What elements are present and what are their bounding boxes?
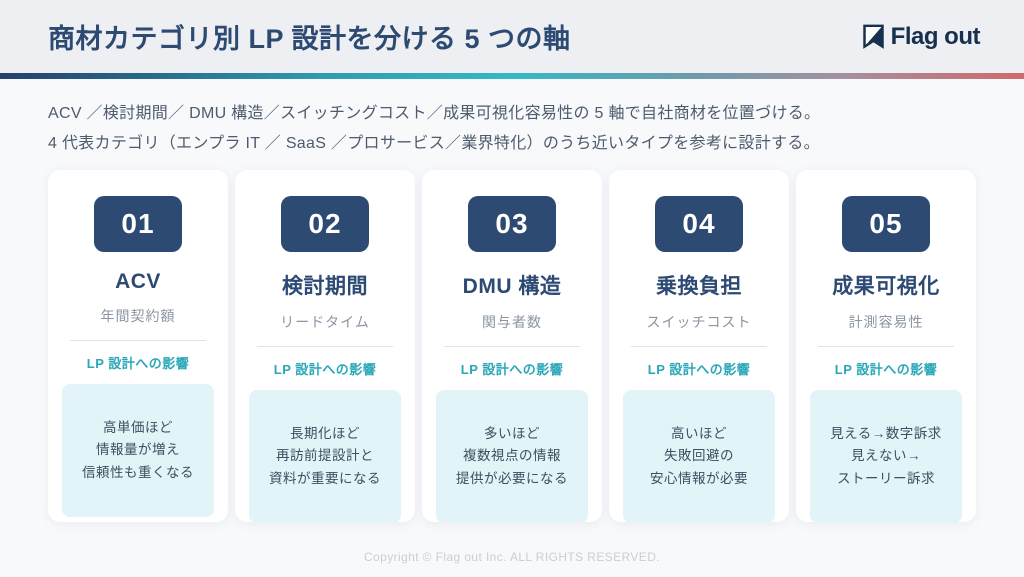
impact-box: 見える→数字訴求 見えない→ ストーリー訴求 bbox=[810, 390, 962, 523]
logo-text: Flag out bbox=[890, 22, 981, 50]
impact-line: 失敗回避の bbox=[664, 448, 734, 464]
card-subtitle: 年間契約額 bbox=[100, 308, 176, 324]
impact-line: ストーリー訴求 bbox=[837, 470, 935, 486]
impact-line: 高いほど bbox=[671, 426, 727, 442]
card-subtitle: 計測容易性 bbox=[848, 314, 924, 330]
card-divider bbox=[257, 346, 393, 347]
header: 商材カテゴリ別 LP 設計を分ける 5 つの軸 Flag out bbox=[0, 0, 1024, 73]
impact-label: LP 設計への影響 bbox=[460, 362, 564, 377]
impact-line: 長期化ほど bbox=[290, 426, 360, 442]
card-number: 05 bbox=[869, 208, 903, 239]
impact-line: 安心情報が必要 bbox=[650, 470, 748, 486]
card-switching-cost: 04 乗換負担 スイッチコスト LP 設計への影響 高いほど 失敗回避の 安心情… bbox=[609, 170, 789, 523]
impact-label: LP 設計への影響 bbox=[834, 362, 938, 377]
impact-line: 再訪前提設計と bbox=[276, 448, 374, 464]
card-acv: 01 ACV 年間契約額 LP 設計への影響 高単価ほど 情報量が増え 信頼性も… bbox=[48, 170, 228, 522]
impact-line: 多いほど bbox=[484, 426, 540, 442]
card-title: ACV bbox=[115, 270, 161, 293]
impact-line: 提供が必要になる bbox=[456, 470, 568, 486]
card-title: 乗換負担 bbox=[656, 275, 742, 298]
card-divider bbox=[444, 346, 580, 347]
impact-line: 信頼性も重くなる bbox=[82, 464, 194, 480]
card-number: 03 bbox=[495, 208, 529, 239]
impact-box: 高いほど 失敗回避の 安心情報が必要 bbox=[623, 390, 775, 523]
number-badge: 04 bbox=[655, 196, 743, 252]
flag-bookmark-icon bbox=[860, 23, 887, 50]
number-badge: 05 bbox=[842, 196, 930, 252]
impact-line: 見える→数字訴求 bbox=[830, 426, 942, 442]
impact-line: 見えない→ bbox=[851, 448, 921, 464]
impact-line: 情報量が増え bbox=[96, 442, 180, 458]
card-title: 成果可視化 bbox=[832, 275, 940, 298]
card-outcome-visibility: 05 成果可視化 計測容易性 LP 設計への影響 見える→数字訴求 見えない→ … bbox=[796, 170, 976, 523]
intro-line-1: ACV ／検討期間／ DMU 構造／スイッチングコスト／成果可視化容易性の 5 … bbox=[48, 105, 821, 122]
impact-line: 高単価ほど bbox=[103, 420, 173, 436]
number-badge: 02 bbox=[281, 196, 369, 252]
intro-text: ACV ／検討期間／ DMU 構造／スイッチングコスト／成果可視化容易性の 5 … bbox=[0, 79, 1024, 159]
card-subtitle: リードタイム bbox=[280, 314, 370, 330]
copyright-text: Copyright © Flag out Inc. ALL RIGHTS RES… bbox=[363, 550, 661, 564]
impact-line: 資料が重要になる bbox=[269, 470, 381, 486]
impact-label: LP 設計への影響 bbox=[273, 362, 377, 377]
card-title: DMU 構造 bbox=[462, 275, 562, 298]
card-divider bbox=[631, 346, 767, 347]
number-badge: 01 bbox=[94, 196, 182, 252]
card-review-period: 02 検討期間 リードタイム LP 設計への影響 長期化ほど 再訪前提設計と 資… bbox=[235, 170, 415, 523]
impact-box: 多いほど 複数視点の情報 提供が必要になる bbox=[436, 390, 588, 523]
card-divider bbox=[70, 340, 206, 341]
header-gradient-divider bbox=[0, 73, 1024, 79]
card-dmu-structure: 03 DMU 構造 関与者数 LP 設計への影響 多いほど 複数視点の情報 提供… bbox=[422, 170, 602, 523]
card-divider bbox=[818, 346, 954, 347]
axis-cards-row: 01 ACV 年間契約額 LP 設計への影響 高単価ほど 情報量が増え 信頼性も… bbox=[48, 170, 976, 523]
impact-label: LP 設計への影響 bbox=[647, 362, 751, 377]
flagout-logo: Flag out bbox=[860, 22, 981, 51]
page-title: 商材カテゴリ別 LP 設計を分ける 5 つの軸 bbox=[48, 24, 571, 54]
card-number: 04 bbox=[682, 208, 716, 239]
card-number: 02 bbox=[308, 208, 342, 239]
number-badge: 03 bbox=[468, 196, 556, 252]
card-title: 検討期間 bbox=[282, 275, 368, 298]
card-subtitle: 関与者数 bbox=[482, 314, 542, 330]
impact-box: 高単価ほど 情報量が増え 信頼性も重くなる bbox=[62, 384, 214, 517]
impact-label: LP 設計への影響 bbox=[86, 356, 190, 371]
impact-box: 長期化ほど 再訪前提設計と 資料が重要になる bbox=[249, 390, 401, 523]
intro-line-2: 4 代表カテゴリ（エンプラ IT ／ SaaS ／プロサービス／業界特化）のうち… bbox=[48, 135, 820, 152]
card-subtitle: スイッチコスト bbox=[646, 314, 752, 330]
impact-line: 複数視点の情報 bbox=[463, 448, 561, 464]
card-number: 01 bbox=[121, 208, 155, 239]
